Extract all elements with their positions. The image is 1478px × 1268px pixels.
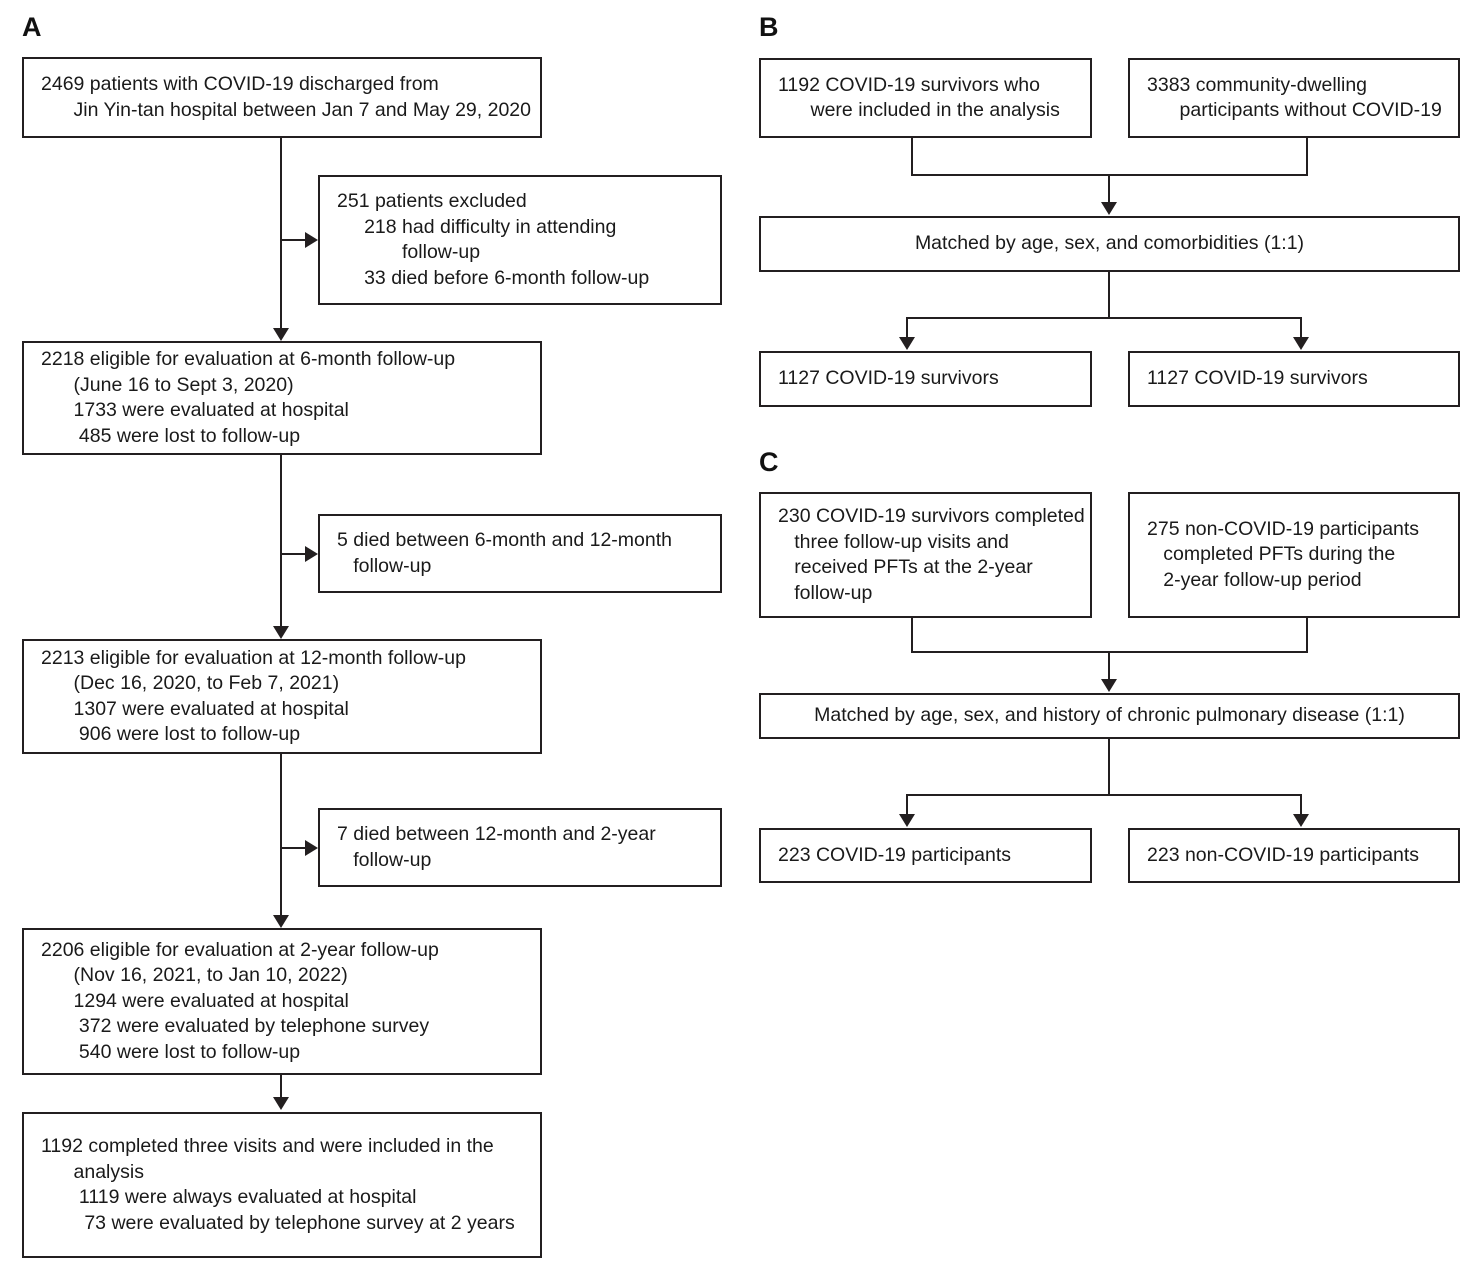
node-c-covid-pft-line-1: 230 COVID-19 survivors completed [778,505,1085,527]
node-c-matched-left-line-1: 223 COVID-19 participants [778,843,1012,866]
arrow-a-to-12month [273,626,289,639]
node-c-matched-right: 223 non-COVID-19 participants [1128,828,1460,883]
arrow-c-to-matched [1101,679,1117,692]
node-b-matched-right-line-1: 1127 COVID-19 survivors [1147,367,1368,390]
arrow-b-to-right-result [1293,337,1309,350]
node-a-6month-line-2: (June 16 to Sept 3, 2020) [41,373,294,396]
node-b-community: 3383 community-dwelling participants wit… [1128,58,1460,138]
node-a-included-line-1: 1192 completed three visits and were inc… [41,1135,494,1157]
connector-b-split-bar [906,317,1302,319]
node-a-enrolled-line-1: 2469 patients with COVID-19 discharged f… [41,73,439,95]
node-b-survivors-line-2: were included in the analysis [778,99,1060,121]
connector-a-excluded-branch [280,239,306,241]
connector-b-left-down [911,138,913,175]
node-b-community-line-1: 3383 community-dwelling [1147,73,1368,96]
node-a-died-6-12: 5 died between 6-month and 12-month foll… [318,514,722,593]
panel-label-b: B [759,12,779,42]
node-c-matched-line-1: Matched by age, sex, and history of chro… [814,704,1405,727]
connector-a-died12-2y-branch [280,847,306,849]
node-c-matched-right-line-1: 223 non-COVID-19 participants [1147,843,1420,866]
node-c-noncovid-pft: 275 non-COVID-19 participants completed … [1128,492,1460,618]
node-a-died-12-2y: 7 died between 12-month and 2-year follo… [318,808,722,887]
node-b-matched-line-1: Matched by age, sex, and comorbidities (… [914,232,1305,255]
node-a-6month: 2218 eligible for evaluation at 6-month … [22,341,542,455]
arrow-b-to-matched [1101,202,1117,215]
connector-c-split-right [1300,794,1302,816]
node-c-covid-pft-line-2: three follow-up visits and [778,530,1009,553]
node-c-covid-pft: 230 COVID-19 survivors completed three f… [759,492,1092,618]
node-a-excluded-line-4: 33 died before 6-month follow-up [337,266,650,289]
node-a-12month-line-3: 1307 were evaluated at hospital [41,697,349,720]
arrow-a-to-included [273,1097,289,1110]
node-a-excluded: 251 patients excluded 218 had difficulty… [318,175,722,305]
connector-b-right-down [1306,138,1308,175]
connector-b-split-stem [1108,272,1110,318]
node-a-excluded-line-3: follow-up [337,241,481,263]
node-a-included-line-3: 1119 were always evaluated at hospital [41,1186,417,1208]
node-a-12month-line-4: 906 were lost to follow-up [41,723,301,745]
node-a-2year-line-4: 372 were evaluated by telephone survey [41,1015,430,1038]
arrow-a-to-2year [273,915,289,928]
node-a-6month-line-3: 1733 were evaluated at hospital [41,399,349,421]
arrow-a-died12-2y [305,840,318,856]
node-a-excluded-line-2: 218 had difficulty in attending [337,215,617,238]
node-c-noncovid-pft-line-1: 275 non-COVID-19 participants [1147,517,1420,540]
connector-a-2year-to-included [280,1075,282,1099]
node-a-excluded-line-1: 251 patients excluded [337,190,527,212]
connector-b-split-right [1300,317,1302,339]
node-c-matched: Matched by age, sex, and history of chro… [759,693,1460,739]
node-b-survivors: 1192 COVID-19 survivors who were include… [759,58,1092,138]
arrow-a-excluded [305,232,318,248]
node-c-matched-left: 223 COVID-19 participants [759,828,1092,883]
connector-c-split-left [906,794,908,816]
connector-c-split-stem [1108,739,1110,795]
connector-c-right-down [1306,618,1308,652]
panel-label-c: C [759,447,779,477]
node-a-included: 1192 completed three visits and were inc… [22,1112,542,1258]
node-b-matched-right: 1127 COVID-19 survivors [1128,351,1460,407]
node-b-matched: Matched by age, sex, and comorbidities (… [759,216,1460,272]
node-a-12month: 2213 eligible for evaluation at 12-month… [22,639,542,754]
node-c-noncovid-pft-line-3: 2-year follow-up period [1147,568,1362,591]
node-c-covid-pft-line-3: received PFTs at the 2-year [778,556,1033,578]
arrow-a-died6-12 [305,546,318,562]
arrow-c-to-left-result [899,814,915,827]
node-a-died-12-2y-line-1: 7 died between 12-month and 2-year [337,823,656,845]
node-a-2year-line-3: 1294 were evaluated at hospital [41,989,349,1012]
connector-c-split-bar [906,794,1302,796]
panel-label-a: A [22,12,42,42]
node-a-enrolled-line-2: Jin Yin-tan hospital between Jan 7 and M… [41,98,532,121]
connector-a-died6-12-branch [280,553,306,555]
arrow-b-to-left-result [899,337,915,350]
node-b-community-line-2: participants without COVID-19 [1147,99,1442,121]
connector-b-merge-stem [1108,174,1110,204]
node-a-died-12-2y-line-2: follow-up [337,848,432,871]
node-a-12month-line-1: 2213 eligible for evaluation at 12-month… [41,646,466,669]
connector-a-6month-to-12month [280,455,282,635]
node-c-covid-pft-line-4: follow-up [778,581,873,604]
node-a-6month-line-4: 485 were lost to follow-up [41,424,301,447]
node-a-2year-line-2: (Nov 16, 2021, to Jan 10, 2022) [41,964,348,987]
node-a-2year: 2206 eligible for evaluation at 2-year f… [22,928,542,1075]
arrow-a-to-6month [273,328,289,341]
connector-b-split-left [906,317,908,339]
node-b-survivors-line-1: 1192 COVID-19 survivors who [778,73,1040,96]
arrow-c-to-right-result [1293,814,1309,827]
node-a-2year-line-1: 2206 eligible for evaluation at 2-year f… [41,938,439,961]
node-a-6month-line-1: 2218 eligible for evaluation at 6-month … [41,348,456,370]
node-a-12month-line-2: (Dec 16, 2020, to Feb 7, 2021) [41,672,340,694]
node-b-matched-left: 1127 COVID-19 survivors [759,351,1092,407]
node-a-died-6-12-line-2: follow-up [337,554,432,577]
connector-c-left-down [911,618,913,652]
node-a-died-6-12-line-1: 5 died between 6-month and 12-month [337,529,672,551]
connector-a-spine [280,138,282,337]
node-c-noncovid-pft-line-2: completed PFTs during the [1147,543,1396,566]
node-a-included-line-4: 73 were evaluated by telephone survey at… [41,1211,515,1234]
node-a-included-line-2: analysis [41,1160,144,1183]
node-a-enrolled: 2469 patients with COVID-19 discharged f… [22,57,542,138]
connector-a-12month-to-2year [280,754,282,924]
connector-c-merge-stem [1108,651,1110,681]
node-a-2year-line-5: 540 were lost to follow-up [41,1040,301,1063]
node-b-matched-left-line-1: 1127 COVID-19 survivors [778,367,999,390]
